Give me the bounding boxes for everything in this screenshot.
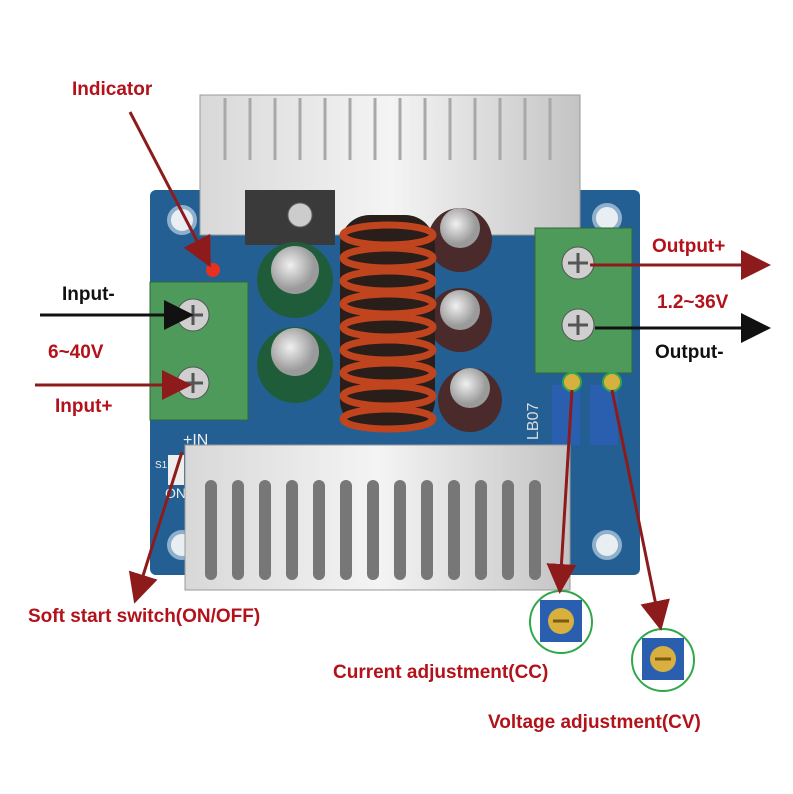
output-terminal-block <box>534 227 633 374</box>
annotation-arrows <box>35 111 771 631</box>
input-plus-label: Input+ <box>55 396 113 417</box>
soft-start-arrow <box>128 451 184 604</box>
soft-start-label: Soft start switch(ON/OFF) <box>28 606 261 627</box>
board-potentiometers <box>552 372 622 445</box>
output-plus-label: Output+ <box>652 236 726 257</box>
voltage-adjustment-label: Voltage adjustment(CV) <box>488 712 701 733</box>
inductor <box>339 215 437 433</box>
indicator-led <box>206 263 220 277</box>
input-terminal-block <box>149 281 249 421</box>
silk-model: LB07 <box>525 403 542 440</box>
input-minus-label: Input- <box>62 284 115 305</box>
indicator-label: Indicator <box>72 79 153 100</box>
top-heatsink <box>199 94 581 245</box>
capacitors <box>257 208 502 432</box>
voltage-adj-arrow <box>610 389 670 631</box>
indicator-arrow <box>128 111 211 268</box>
current-adj-arrow <box>546 389 577 594</box>
input-voltage-range: 6~40V <box>48 342 104 363</box>
output-voltage-range: 1.2~36V <box>657 292 729 313</box>
current-pot-closeup <box>529 590 593 654</box>
voltage-pot-closeup <box>631 628 695 692</box>
output-minus-label: Output- <box>655 342 724 363</box>
bottom-heatsink <box>184 444 571 591</box>
current-adjustment-label: Current adjustment(CC) <box>333 662 549 683</box>
silk-s1: S1 <box>155 460 168 471</box>
